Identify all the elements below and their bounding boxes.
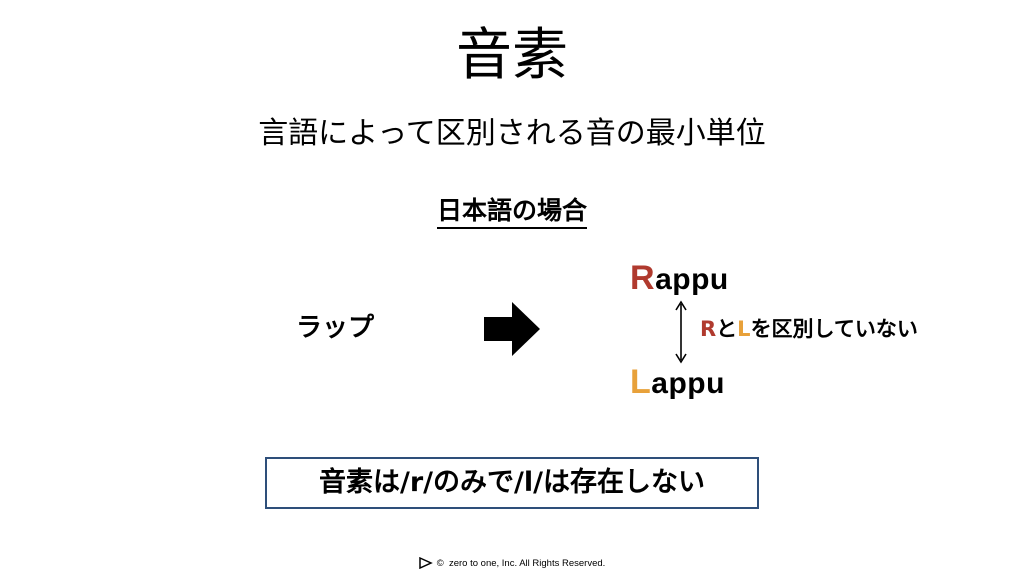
slide-subtitle: 言語によって区別される音の最小単位 (258, 116, 766, 151)
footer: © zero to one, Inc. All Rights Reserved. (0, 556, 1024, 572)
word-r-rest: appu (655, 263, 729, 296)
right-arrow-icon (484, 302, 540, 356)
note-rest: を区別していない (750, 317, 918, 341)
word-lappu: Lappu (630, 362, 725, 404)
slide-title: 音素 (456, 23, 568, 88)
word-r-initial: R (630, 259, 656, 297)
up-down-arrow-icon (675, 300, 687, 364)
footer-copyright-symbol: © (436, 558, 444, 569)
word-l-rest: appu (651, 367, 725, 400)
distinction-note: RとLを区別していない (700, 314, 918, 344)
note-to: と (716, 317, 738, 341)
conclusion-box: 音素は/r/のみで/l/は存在しない (265, 457, 759, 509)
section-heading: 日本語の場合 (0, 194, 1024, 229)
footer-text: zero to one, Inc. All Rights Reserved. (448, 558, 606, 569)
play-triangle-logo-icon (418, 557, 433, 570)
note-r: R (700, 317, 717, 341)
conclusion-text: 音素は/r/のみで/l/は存在しない (318, 467, 705, 498)
note-l: L (737, 317, 751, 341)
word-rappu: Rappu (630, 258, 729, 300)
word-l-initial: L (630, 363, 652, 401)
katakana-word: ラップ (296, 313, 375, 343)
section-heading-text: 日本語の場合 (436, 196, 587, 229)
